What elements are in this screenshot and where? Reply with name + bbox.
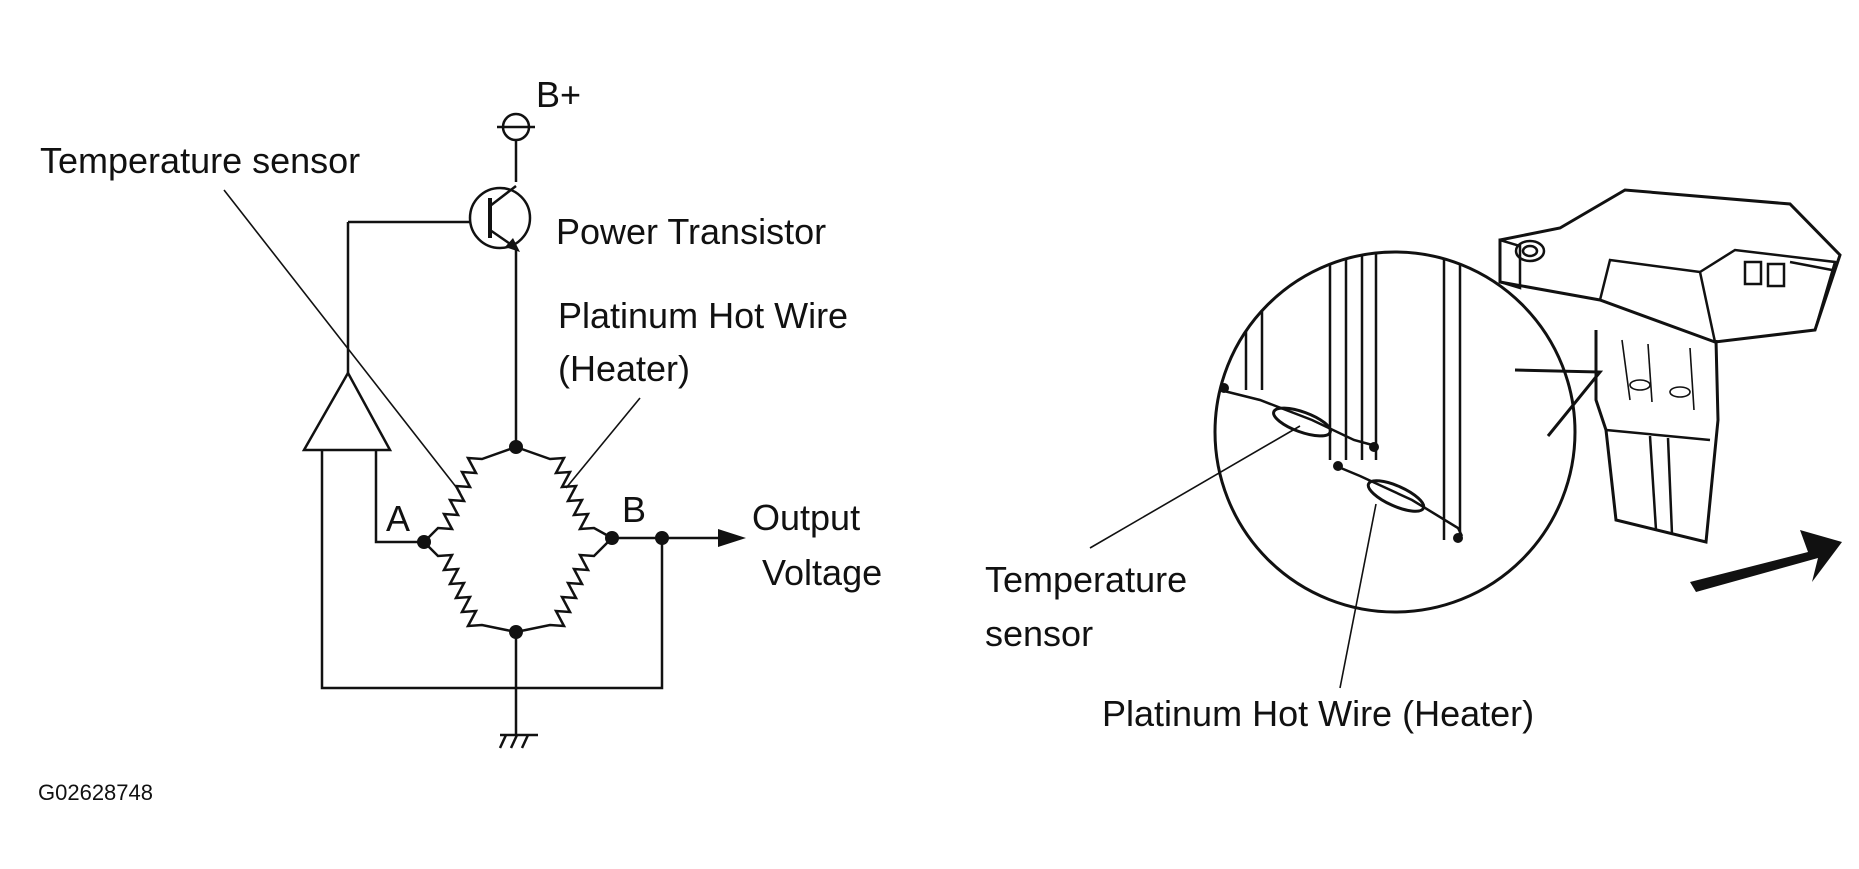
hot-wire-leader: [565, 397, 641, 489]
hot-wire-label-line1: Platinum Hot Wire: [558, 295, 848, 336]
hot-wire-label-line2: (Heater): [558, 348, 690, 389]
sensor-hot-wire-leader: [1339, 503, 1377, 689]
temperature-sensor-leader: [223, 189, 461, 493]
ground-icon: [498, 632, 538, 749]
supply-terminal: [497, 112, 535, 182]
power-transistor-symbol: [346, 185, 532, 447]
mass-air-flow-sensor-icon: [1498, 188, 1842, 544]
sensor-hot-wire-label: Platinum Hot Wire (Heater): [1102, 693, 1534, 734]
output-arrow-icon: [718, 529, 746, 547]
temperature-sensor-label: Temperature sensor: [40, 140, 360, 181]
magnified-view-circle: [1213, 250, 1577, 614]
sensor-illustration: Temperature sensor Platinum Hot Wire (He…: [985, 188, 1842, 734]
power-transistor-label: Power Transistor: [556, 211, 826, 252]
air-flow-arrow-icon: [1690, 530, 1842, 592]
bridge-node-top: [509, 440, 523, 454]
output-label-line1: Output: [752, 497, 860, 538]
sensor-temperature-label-line1: Temperature: [985, 559, 1187, 600]
circuit-diagram: B+ Power Transistor: [40, 74, 882, 749]
hot-wire-element: [1366, 479, 1426, 513]
sensor-temperature-leader: [1089, 425, 1301, 549]
temperature-sensor-element: [1272, 406, 1332, 438]
sensor-temperature-label-line2: sensor: [985, 613, 1093, 654]
figure-id: G02628748: [38, 780, 153, 805]
node-b-label: B: [622, 489, 646, 530]
node-a-label: A: [386, 498, 410, 539]
supply-label: B+: [536, 74, 581, 115]
output-label-line2: Voltage: [762, 552, 882, 593]
amplifier-symbol: [301, 370, 393, 452]
bridge-node-a: [417, 535, 431, 549]
bridge-resistors: [423, 445, 613, 634]
